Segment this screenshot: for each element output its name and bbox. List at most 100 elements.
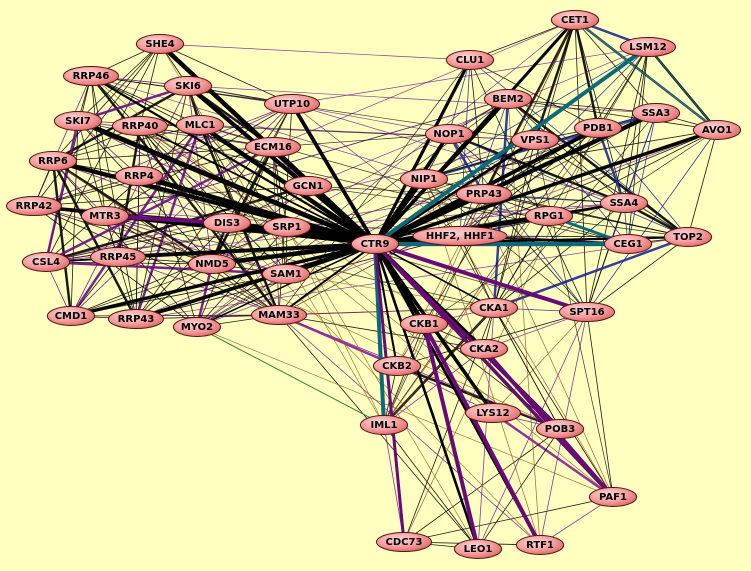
edge-rrp6-rrp43: [51, 160, 138, 320]
edge-myo2-paf1: [196, 326, 614, 498]
node-shape: [535, 419, 585, 439]
node-ctr9[interactable]: CTR9: [350, 234, 400, 254]
node-ssa3[interactable]: SSA3: [631, 103, 681, 123]
node-myo2[interactable]: MYO2: [172, 317, 222, 337]
node-mlc1[interactable]: MLC1: [175, 115, 225, 135]
node-she4[interactable]: SHE4: [135, 34, 185, 54]
node-pdb1[interactable]: PDB1: [573, 118, 623, 138]
node-shape: [372, 356, 422, 376]
node-utp10[interactable]: UTP10: [264, 94, 320, 114]
node-nmd5[interactable]: NMD5: [187, 254, 237, 274]
node-rrp45[interactable]: RRP45: [90, 247, 146, 267]
edge-ski7-ecm16: [77, 120, 274, 148]
node-shape: [53, 111, 103, 131]
edge-ckb2-pob3: [396, 364, 561, 431]
edge-ski6-ssa3: [187, 85, 657, 114]
edge-cet1-cka1: [493, 19, 576, 309]
edge-myo2-cet1: [196, 19, 576, 328]
node-rpg1[interactable]: RPG1: [524, 206, 574, 226]
node-rrp40[interactable]: RRP40: [112, 116, 168, 136]
node-dis3[interactable]: DIS3: [202, 213, 252, 233]
edge-ski7-cmd1: [70, 120, 79, 317]
edge-dis3-mam33: [226, 222, 280, 316]
edge-gcn1-lsm12: [307, 46, 649, 187]
edge-ssa3-ceg1: [627, 112, 657, 245]
edge-ssa4-spt16: [586, 202, 625, 313]
node-iml1[interactable]: IML1: [359, 415, 409, 435]
edge-bem2-ssa3: [507, 98, 657, 114]
node-shape: [550, 10, 600, 30]
node-nip1[interactable]: NIP1: [399, 169, 449, 189]
node-lys12[interactable]: LYS12: [465, 403, 521, 423]
edge-myo2-iml1: [196, 326, 385, 426]
node-shape: [465, 403, 521, 423]
node-pob3[interactable]: POB3: [535, 419, 585, 439]
edge-ctr9-paf1: [373, 242, 615, 499]
edge-cet1-avo1: [574, 19, 718, 131]
node-leo1[interactable]: LEO1: [453, 539, 503, 559]
edge-ecm16-nop1: [272, 133, 450, 148]
node-rrp46[interactable]: RRP46: [63, 66, 119, 86]
node-bem2[interactable]: BEM2: [483, 89, 533, 109]
edge-ckb1-leo1: [422, 323, 480, 550]
node-csl4[interactable]: CSL4: [21, 252, 71, 272]
edge-rrp42-sam1: [33, 205, 287, 275]
edge-ctr9-utp10: [290, 103, 377, 245]
node-shape: [264, 94, 320, 114]
node-shape: [376, 532, 432, 552]
edge-mtr3-utp10: [104, 103, 293, 217]
node-ski7[interactable]: SKI7: [53, 111, 103, 131]
edge-ctr9-avo1: [374, 128, 718, 246]
node-cka2[interactable]: CKA2: [459, 339, 509, 359]
node-cet1[interactable]: CET1: [550, 10, 600, 30]
node-shape: [114, 166, 164, 186]
node-rrp43[interactable]: RRP43: [108, 309, 164, 329]
edge-cka1-iml1: [383, 307, 495, 426]
node-sam1[interactable]: SAM1: [261, 264, 311, 284]
edge-prp43-top2: [483, 193, 689, 238]
node-mtr3[interactable]: MTR3: [80, 206, 130, 226]
edge-ctr9-prp43: [374, 192, 485, 246]
edge-ctr9-nmd5: [211, 241, 376, 267]
node-ckb1[interactable]: CKB1: [399, 314, 449, 334]
node-vps1[interactable]: VPS1: [510, 130, 560, 150]
node-ecm16[interactable]: ECM16: [245, 137, 301, 157]
node-ssa4[interactable]: SSA4: [599, 193, 649, 213]
node-shape: [412, 226, 508, 246]
node-clu1[interactable]: CLU1: [445, 50, 495, 70]
edge-cet1-spt16: [574, 19, 588, 313]
edge-hhf2-hhf1-cka1: [459, 235, 495, 309]
edge-ski7-csl4: [44, 120, 80, 263]
node-spt16[interactable]: SPT16: [559, 302, 615, 322]
node-paf1[interactable]: PAF1: [588, 487, 638, 507]
node-shape: [483, 89, 533, 109]
edge-ctr9-ski7: [77, 118, 376, 247]
node-cmd1[interactable]: CMD1: [46, 306, 96, 326]
edge-ctr9-nip1: [373, 177, 426, 246]
edge-clu1-prp43: [469, 59, 485, 195]
node-rtf1[interactable]: RTF1: [515, 535, 565, 555]
node-hhf2-hhf1[interactable]: HHF2, HHF1: [412, 226, 508, 246]
node-nop1[interactable]: NOP1: [424, 124, 474, 144]
edge-clu1-nop1: [448, 59, 471, 135]
node-cka1[interactable]: CKA1: [469, 298, 519, 318]
node-srp1[interactable]: SRP1: [262, 217, 312, 237]
node-mam33[interactable]: MAM33: [251, 305, 307, 325]
node-ckb2[interactable]: CKB2: [372, 356, 422, 376]
node-shape: [108, 309, 164, 329]
node-rrp6[interactable]: RRP6: [28, 151, 78, 171]
node-lsm12[interactable]: LSM12: [620, 37, 676, 57]
node-prp43[interactable]: PRP43: [456, 184, 512, 204]
node-ski6[interactable]: SKI6: [163, 76, 213, 96]
node-ceg1[interactable]: CEG1: [603, 234, 653, 254]
edge-ckb2-mam33: [278, 313, 398, 368]
node-top2[interactable]: TOP2: [663, 227, 713, 247]
node-rrp42[interactable]: RRP42: [6, 196, 62, 216]
node-avo1[interactable]: AVO1: [692, 120, 742, 140]
node-gcn1[interactable]: GCN1: [283, 176, 333, 196]
node-rrp4[interactable]: RRP4: [114, 166, 164, 186]
node-cdc73[interactable]: CDC73: [376, 532, 432, 552]
edge-she4-csl4: [45, 43, 161, 263]
edges-layer: [33, 18, 718, 550]
